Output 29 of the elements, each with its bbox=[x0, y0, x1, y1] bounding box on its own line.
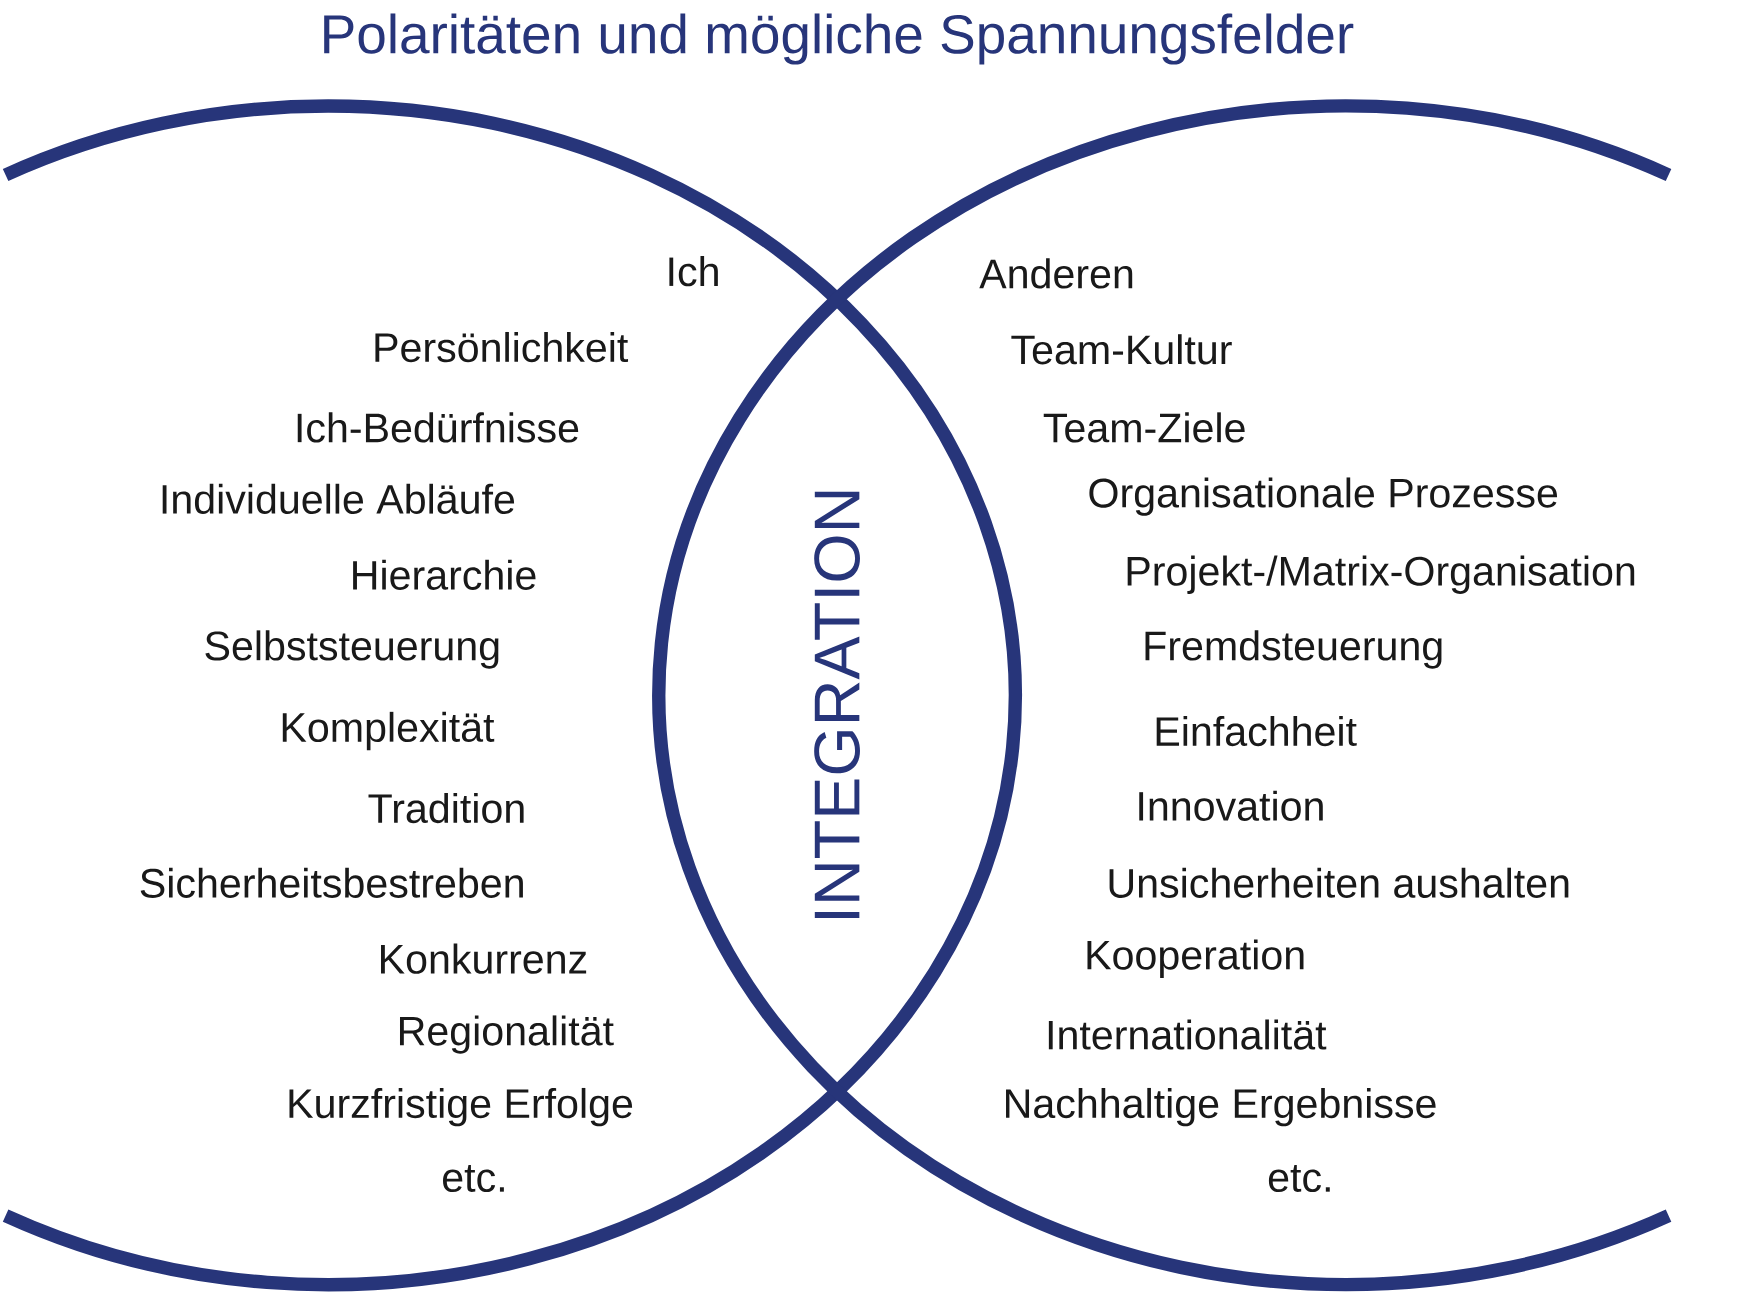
circle-arc bbox=[652, 100, 1672, 1292]
term-label: Organisationale Prozesse bbox=[1089, 477, 1558, 517]
term-label: Nachhaltige Ergebnisse bbox=[1006, 1088, 1436, 1127]
integration-label: INTEGRATION bbox=[814, 492, 860, 919]
term-label: Hierarchie bbox=[353, 559, 536, 591]
term-label: Unsicherheiten aushalten bbox=[1109, 867, 1569, 899]
term-label: Projekt-/Matrix-Organisation bbox=[1127, 555, 1635, 595]
term-label: Selbststeuerung bbox=[205, 630, 499, 669]
term-label: Team-Ziele bbox=[1043, 412, 1245, 443]
term-label: Persönlichkeit bbox=[375, 332, 629, 363]
term-label: Innovation bbox=[1139, 790, 1323, 822]
term-label: Anderen bbox=[979, 258, 1133, 289]
term-label: Sicherheitsbestreben bbox=[140, 867, 523, 899]
term-label: Kurzfristige Erfolge bbox=[289, 1088, 633, 1127]
term-label: Team-Kultur bbox=[1011, 334, 1232, 365]
term-label: Tradition bbox=[368, 793, 524, 824]
term-label: etc. bbox=[443, 1165, 504, 1193]
title: Polaritäten und mögliche Spannungsfelder bbox=[324, 13, 1354, 65]
term-label: Internationalität bbox=[1048, 1019, 1327, 1050]
term-label: etc. bbox=[1268, 1165, 1330, 1193]
term-label: Komplexität bbox=[282, 712, 495, 751]
term-label: Individuelle Abläufe bbox=[162, 484, 515, 515]
term-label: Fremdsteuerung bbox=[1145, 630, 1442, 669]
term-label: Regionalität bbox=[400, 1015, 614, 1054]
term-label: Kooperation bbox=[1087, 939, 1304, 979]
term-label: Konkurrenz bbox=[381, 943, 587, 975]
term-label: Einfachheit bbox=[1156, 716, 1357, 747]
term-label: Ich bbox=[669, 256, 718, 287]
term-label: Ich-Bedürfnisse bbox=[297, 412, 579, 443]
